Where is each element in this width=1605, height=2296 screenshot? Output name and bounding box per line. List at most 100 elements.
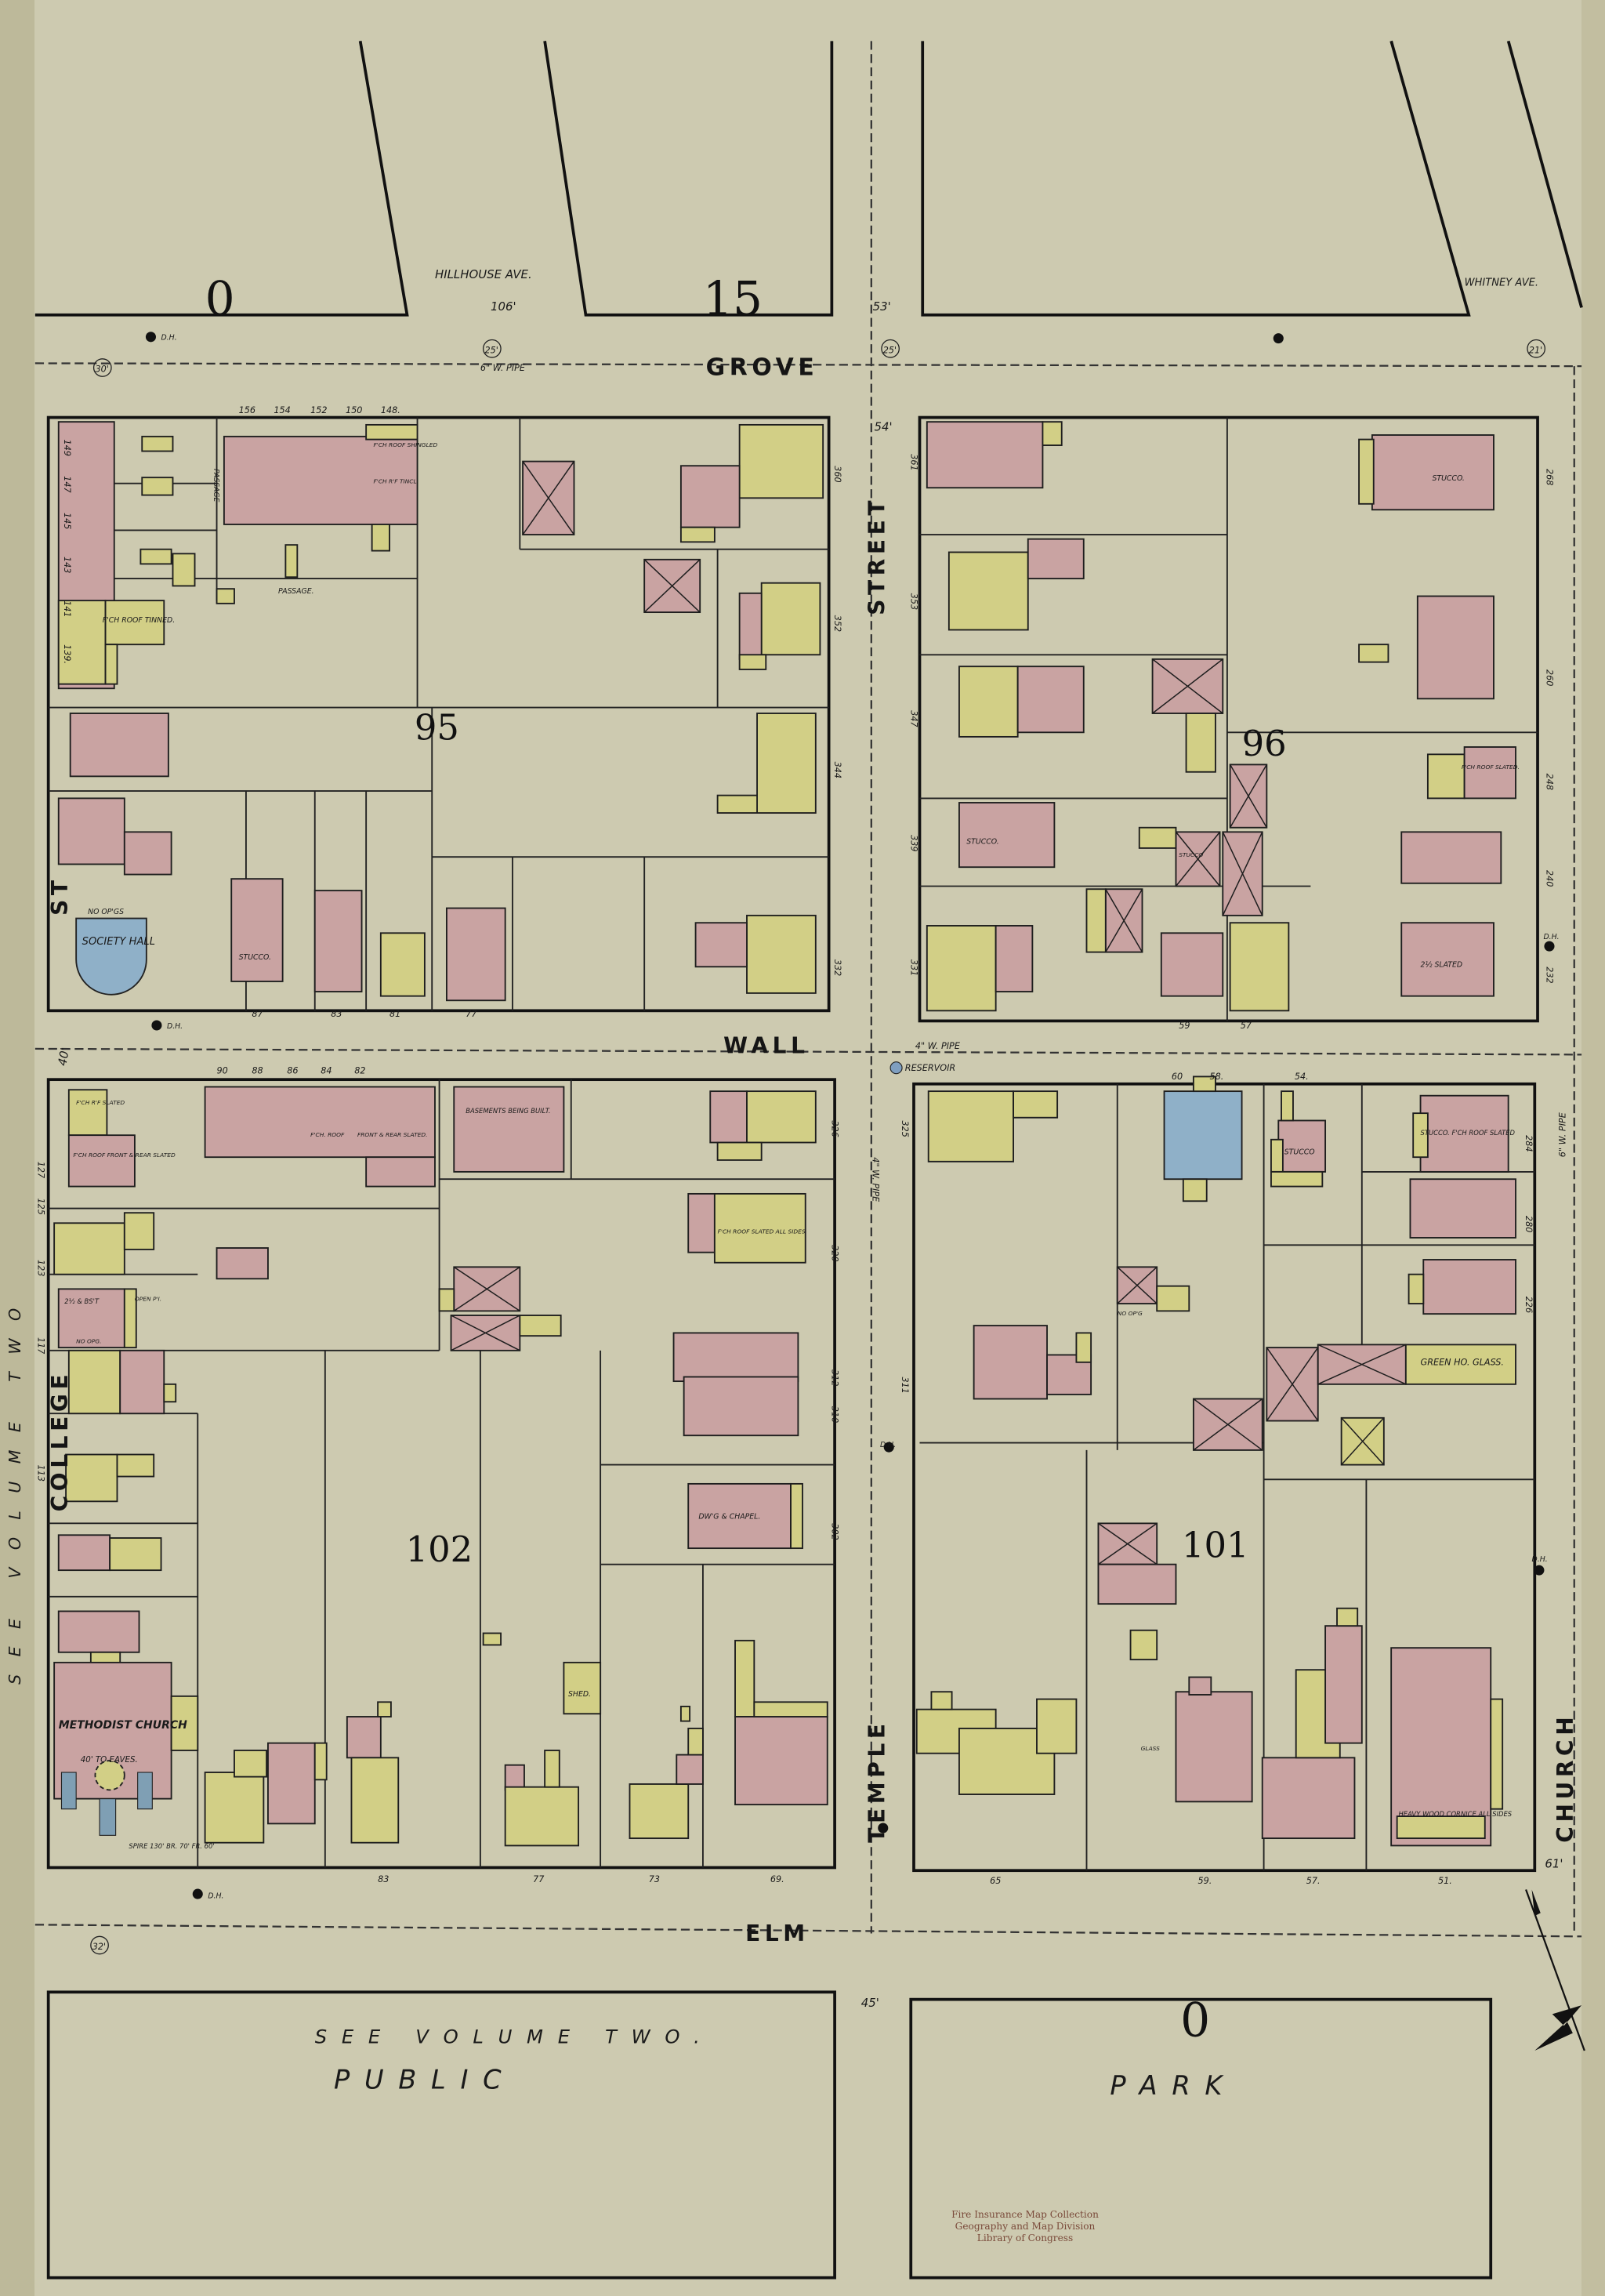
house-number: 54. [1295,1072,1309,1082]
frame-building [377,1701,392,1717]
frame-building [1270,1170,1324,1188]
width-circles: 30' 25' 25' 21' 32' [90,339,1546,1955]
brick-building [1188,1676,1212,1696]
binding-margin [0,0,34,2296]
stable-cross-mark [522,461,575,535]
frame-building [1396,1815,1486,1840]
house-number: 57 [1241,1021,1252,1031]
frame-building [716,1141,763,1161]
block-102-outline [46,1078,836,1870]
frame-building [1490,1698,1504,1810]
frame-building [716,794,759,814]
street-width: 32' [92,1942,106,1952]
brick-building [57,1610,140,1653]
house-number: 260 [1544,669,1554,686]
house-number: 280 [1523,1216,1534,1232]
stable-cross-mark [1266,1347,1319,1421]
brick-building [57,797,125,865]
note: 2½ SLATED [1421,960,1463,969]
house-number: 143 [62,557,72,573]
house-number: 152 [310,405,327,415]
frame-building [216,588,235,604]
frame-building [139,548,172,565]
street-width: 54' [875,419,893,433]
frame-building [926,925,997,1012]
house-number: 148. [381,405,400,415]
brick-building [1027,538,1085,580]
frame-building [1156,1285,1190,1312]
hydrants [145,332,1555,1899]
house-number: 83 [331,1009,342,1019]
note: HEAVY WOOD CORNICE ALL SIDES [1399,1810,1513,1818]
note: NO OP'GS [88,908,124,916]
frame-building [116,1453,155,1478]
house-number: 339 [908,835,918,851]
street-label-wall: WALL [723,1033,809,1059]
note: F'CH ROOF SHINGLED [373,441,437,448]
frame-building [438,1288,455,1312]
stable-cross-mark [1098,1522,1158,1565]
street-label-elm: ELM [745,1921,810,1946]
brick-building [204,1086,436,1159]
street-label-college-st: ST [47,876,73,916]
note: GLASS [1141,1745,1161,1752]
house-number: 360 [832,466,842,482]
frame-building [53,1222,125,1275]
house-number: 325 [900,1120,910,1137]
frame-building [104,600,165,646]
house-number: 302 [829,1523,839,1540]
frame-building [1281,1090,1294,1122]
church-steps [137,1772,153,1810]
street-label-whitney: WHITNEY AVE. [1465,277,1538,288]
house-number: 347 [908,710,918,727]
stable-cross-mark [1105,888,1143,952]
frame-building [713,1192,806,1264]
house-number: 51. [1438,1876,1452,1886]
brick-building [67,1134,136,1188]
frame-building [313,1742,328,1781]
house-number: 69. [770,1874,784,1884]
house-number: 226 [1523,1297,1534,1313]
brick-building [119,1349,165,1415]
block-number: 101 [1182,1524,1249,1565]
frame-building [123,1288,137,1349]
note: FRONT & REAR SLATED. [357,1131,428,1138]
house-number: 127 [36,1162,46,1179]
brick-building [738,592,763,660]
frame-building [930,1691,953,1710]
frame-building [104,644,118,685]
brick-building [230,878,284,982]
see-volume-two-note: SEE VOLUME TWO. [315,2026,715,2048]
note: BASEMENTS BEING BUILT. [466,1107,550,1115]
stamp-line: Fire Insurance Map Collection [951,2209,1099,2220]
frame-building [141,435,174,452]
frame-building [204,1772,265,1844]
house-number: 60 [1172,1072,1183,1082]
frame-building [1042,421,1063,446]
house-number: 88 [252,1066,263,1076]
note: F'CH ROOF SLATED ALL SIDES [718,1228,806,1235]
stable-cross-mark [1117,1266,1158,1304]
house-number: 147 [62,476,72,493]
frame-building [1185,713,1216,773]
hydrant-icon [878,1823,889,1834]
hydrant-icon [883,1442,894,1453]
brick-building [346,1716,382,1759]
brick-building [926,421,1044,489]
note: STUCCO [1179,851,1203,858]
water-pipe-label: 4" W. PIPE [915,1041,961,1051]
house-number: 361 [908,454,918,470]
house-number: 83 [378,1874,389,1884]
note: STUCCO. [966,837,998,846]
brick-building [69,713,169,778]
water-pipe-label: 6" W. PIPE [1558,1112,1568,1157]
house-number: 331 [908,959,918,976]
stamp-line: Geography and Map Division [955,2221,1096,2232]
frame-building [1138,826,1177,849]
house-number: 81 [389,1009,400,1019]
note: F'CH ROOF TINNED. [103,616,175,625]
house-number: 310 [829,1406,839,1423]
adjacent-sheet-edge [1581,0,1605,2296]
